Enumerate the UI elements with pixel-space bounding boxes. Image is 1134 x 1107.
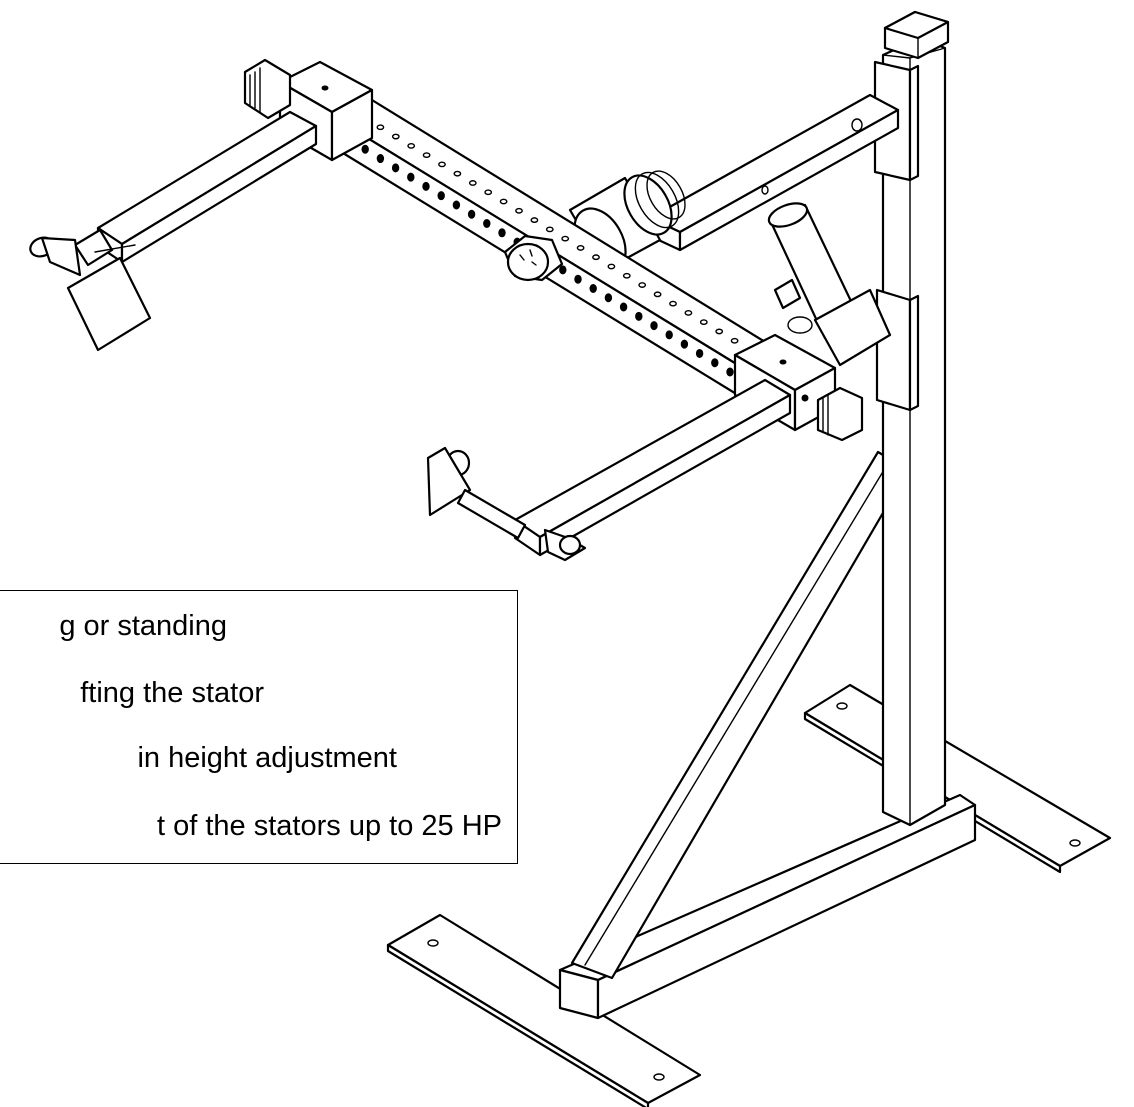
crossbar-hole bbox=[437, 191, 445, 201]
adjustment-knob bbox=[503, 234, 564, 282]
right-probe-screw bbox=[426, 446, 587, 562]
feature-item-lifting: fting the stator bbox=[80, 677, 264, 709]
feature-item-stator-capacity: t of the stators up to 25 HP bbox=[157, 810, 502, 842]
crossbar-hole bbox=[635, 311, 643, 321]
crossbar-hole bbox=[452, 200, 461, 210]
crossbar-hole bbox=[715, 328, 724, 335]
feature-callout-box: g or standing fting the stator in height… bbox=[0, 590, 518, 864]
crossbar-hole bbox=[422, 152, 431, 159]
crossbar-hole bbox=[669, 300, 677, 307]
crossbar-hole bbox=[576, 245, 585, 251]
crossbar-hole bbox=[484, 189, 493, 196]
right-cross-arm bbox=[513, 378, 792, 557]
crossbar-hole bbox=[653, 291, 662, 298]
piston-cylinder bbox=[767, 202, 892, 367]
lower-collar bbox=[875, 288, 920, 412]
left-end-cap bbox=[243, 58, 292, 120]
crossbar-hole bbox=[376, 124, 385, 131]
crossbar-hole bbox=[684, 309, 693, 316]
crossbar-hole bbox=[391, 163, 400, 173]
crossbar-hole bbox=[589, 283, 597, 293]
crossbar-hole bbox=[695, 348, 704, 358]
crossbar-hole bbox=[407, 172, 415, 182]
crossbar-holes-front bbox=[346, 135, 734, 377]
crossbar-hole bbox=[483, 219, 491, 229]
crossbar-hole bbox=[607, 263, 616, 270]
crossbar-hole bbox=[711, 358, 719, 368]
base-beam bbox=[558, 793, 977, 1020]
crossbar-hole bbox=[530, 217, 539, 223]
crossbar-hole bbox=[376, 154, 385, 164]
crossbar-hole bbox=[545, 226, 554, 233]
crossbar-hole bbox=[361, 144, 369, 154]
crossbar-hole bbox=[622, 272, 631, 279]
column-cap bbox=[883, 10, 950, 60]
crossbar-hole bbox=[515, 207, 523, 214]
crossbar-hole bbox=[699, 319, 708, 326]
crossbar-hole bbox=[726, 367, 734, 377]
crossbar-hole bbox=[561, 235, 570, 242]
crossbar-hole bbox=[619, 302, 628, 312]
crossbar-hole bbox=[407, 142, 416, 149]
feature-item-height-adjustment: in height adjustment bbox=[137, 742, 397, 774]
feature-item-standing: g or standing bbox=[59, 610, 227, 642]
crossbar-hole bbox=[559, 265, 567, 275]
crossbar-hole bbox=[665, 330, 673, 340]
crossbar-hole bbox=[391, 133, 400, 140]
left-cross-arm bbox=[96, 110, 318, 264]
crossbar-hole bbox=[680, 339, 689, 349]
crossbar-hole bbox=[592, 254, 600, 261]
crossbar-holes-top bbox=[361, 115, 754, 353]
crossbar-hole bbox=[453, 170, 462, 177]
crossbar-hole bbox=[422, 181, 430, 191]
crossbar-hole bbox=[468, 180, 477, 186]
left-probe-plate bbox=[29, 228, 152, 352]
crossbar-hole bbox=[650, 321, 658, 331]
crossbar-hole bbox=[467, 209, 476, 219]
front-foot-plate bbox=[386, 913, 702, 1107]
crossbar-hole bbox=[604, 293, 613, 303]
left-clamp-block bbox=[278, 60, 374, 162]
right-end-cap bbox=[816, 386, 864, 442]
crossbar-hole bbox=[438, 161, 446, 168]
crossbar-hole bbox=[730, 337, 739, 344]
crossbar-hole bbox=[638, 282, 647, 288]
crossbar-hole bbox=[574, 274, 582, 284]
crossbar-hole bbox=[498, 228, 506, 238]
right-clamp-block bbox=[733, 333, 837, 432]
crossbar-hole bbox=[499, 198, 508, 205]
